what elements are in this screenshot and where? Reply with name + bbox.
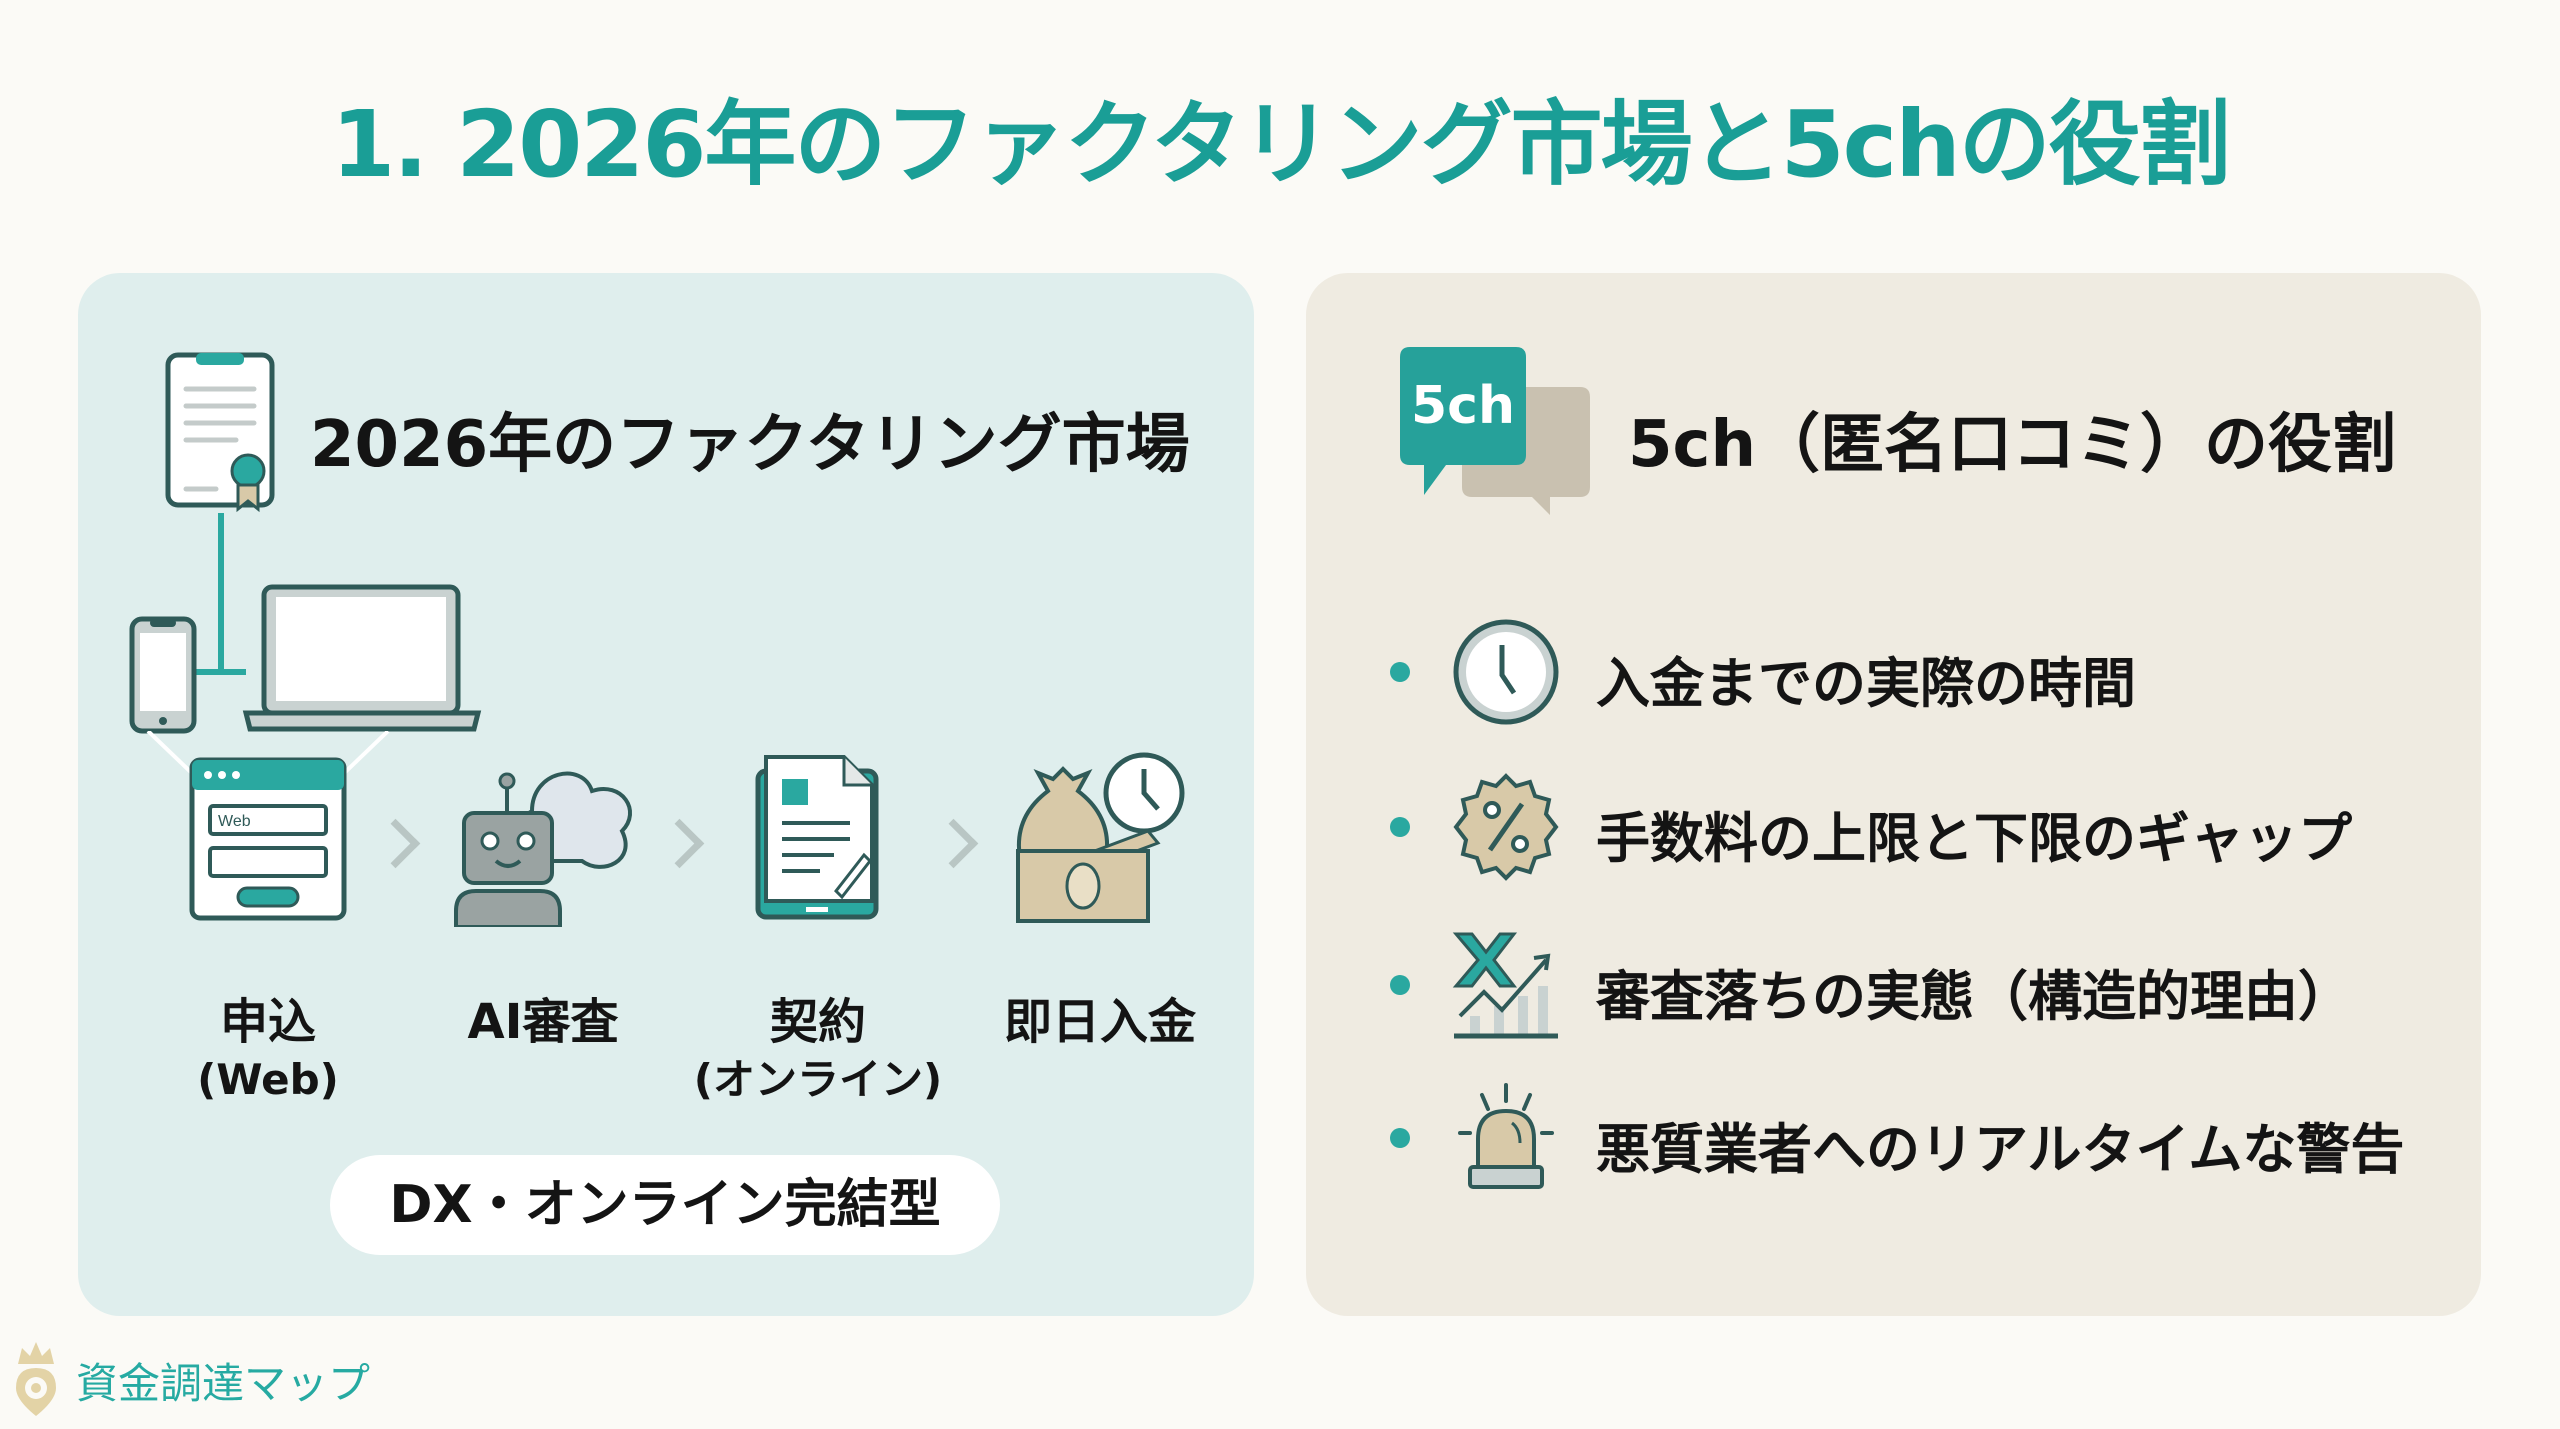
ai-robot-cloud-icon	[454, 771, 633, 927]
role-item: 手数料の上限と下限のギャップ	[1386, 772, 2466, 882]
market-card: 2026年のファクタリング市場 Web	[78, 273, 1254, 1316]
5ch-badge-text: 5ch	[1411, 376, 1515, 436]
bullet-dot	[1390, 817, 1410, 837]
web-form-icon: Web	[189, 757, 347, 921]
role-item-text: 入金までの実際の時間	[1596, 652, 2136, 715]
chat-bubble-5ch-icon: 5ch	[1400, 347, 1590, 515]
step-subtitle: (Web)	[197, 1055, 339, 1104]
smartphone-icon	[129, 616, 197, 734]
money-bag-clock-icon	[1016, 752, 1185, 923]
bullet-dot	[1390, 662, 1410, 682]
web-field-text: Web	[218, 813, 251, 830]
role-item: 悪質業者へのリアルタイムな警告	[1386, 1083, 2466, 1193]
role-item-text: 審査落ちの実態（構造的理由）	[1596, 965, 2352, 1028]
5ch-role-heading: 5ch（匿名口コミ）の役割	[1628, 408, 2397, 482]
role-item-text: 悪質業者へのリアルタイムな警告	[1596, 1118, 2405, 1181]
step-label-contract: 契約 (オンライン)	[688, 993, 948, 1109]
role-item: 審査落ちの実態（構造的理由）	[1386, 930, 2466, 1040]
alarm-siren-icon	[1458, 1083, 1554, 1189]
bullet-dot	[1390, 975, 1410, 995]
percent-badge-icon	[1453, 773, 1559, 881]
connector-line	[218, 513, 224, 673]
certificate-document-icon	[165, 352, 275, 513]
clock-icon	[1453, 619, 1559, 725]
dx-online-pill: DX・オンライン完結型	[330, 1155, 1000, 1255]
logo-text: 資金調達マップ	[76, 1359, 371, 1408]
step-title: 申込	[219, 994, 316, 1050]
crown-pin-logo-icon	[16, 1342, 56, 1416]
rejected-chart-icon	[1452, 932, 1558, 1039]
step-title: 即日入金	[1003, 994, 1196, 1050]
step-label-same-day-payment: 即日入金	[970, 993, 1230, 1051]
role-item: 入金までの実際の時間	[1386, 617, 2466, 727]
5ch-role-card: 5ch 5ch（匿名口コミ）の役割 入金までの実際の時間 手数料の上限と下限のギ…	[1306, 273, 2481, 1316]
role-item-text: 手数料の上限と下限のギャップ	[1596, 807, 2352, 870]
connector-line	[196, 669, 246, 675]
chevron-right-icon	[654, 818, 705, 869]
bullet-dot	[1390, 1128, 1410, 1148]
step-title: 契約	[769, 994, 866, 1050]
market-heading: 2026年のファクタリング市場	[310, 408, 1190, 482]
step-label-apply: 申込 (Web)	[138, 993, 398, 1109]
page-title: 1. 2026年のファクタリング市場と5chの役割	[331, 91, 2230, 198]
step-subtitle: (オンライン)	[693, 1055, 943, 1104]
chevron-right-icon	[370, 818, 421, 869]
step-title: AI審査	[467, 994, 619, 1050]
laptop-icon	[242, 584, 482, 732]
step-label-ai-review: AI審査	[413, 993, 673, 1051]
tablet-contract-icon	[755, 755, 879, 920]
chevron-right-icon	[928, 818, 979, 869]
